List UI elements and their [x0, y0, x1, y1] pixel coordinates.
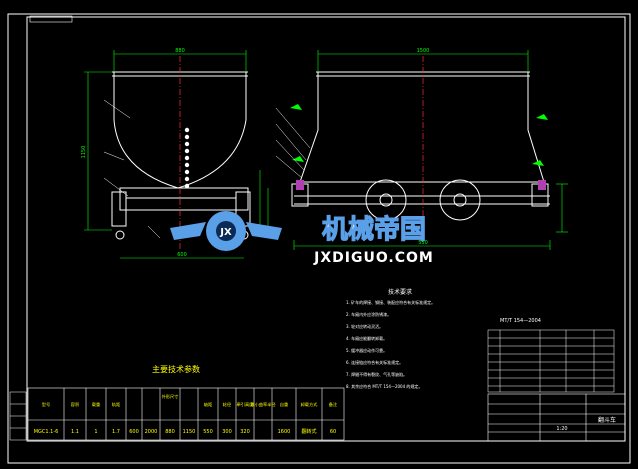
param-header: 型号	[42, 401, 50, 408]
param-value: 600	[129, 429, 139, 435]
param-header: 外形尺寸	[162, 393, 179, 400]
watermark-en: JXDIGUO.COM	[313, 250, 434, 266]
param-value: 880	[165, 429, 175, 435]
dim-front-width: 880	[175, 48, 185, 54]
param-header: 容积	[71, 401, 79, 408]
side-view	[291, 71, 550, 221]
param-value: 550	[203, 429, 213, 435]
param-value: 翻转式	[301, 428, 316, 435]
notes-list: 1. 矿车的焊接、铆接、装配应符合有关标准规定。 2. 车厢内外应涂防锈漆。 3…	[346, 299, 435, 389]
param-header: 卸载方式	[301, 401, 319, 408]
param-value: 2000	[145, 429, 158, 435]
svg-text:JX: JX	[219, 227, 232, 238]
params-grid	[27, 387, 345, 441]
watermark-cn: 机械帝国	[322, 214, 426, 245]
params-values: MGC1.1-6 1.1 1 1.7 600 2000 880 1150 550…	[34, 428, 337, 435]
parts-list	[487, 329, 615, 393]
param-header: 轮径	[223, 401, 231, 408]
param-header: 最小曲率半径	[250, 401, 275, 408]
dim-wheel-base: 550	[418, 240, 428, 246]
param-value: 300	[222, 429, 232, 435]
params-headers: 型号 容积 载重 轨距 外形尺寸 轴距 轮径 牵引高度 最小曲率半径 自重 卸载…	[42, 393, 338, 408]
revision-strip	[9, 391, 27, 441]
code-box	[29, 15, 73, 23]
dim-front-height: 1150	[81, 146, 87, 159]
note-line: 6. 连接链应符合有关标准规定。	[346, 359, 403, 365]
sheet-border	[7, 13, 631, 464]
dim-gauge: 600	[177, 252, 187, 258]
note-line: 4. 车厢应能翻转卸载。	[346, 335, 387, 341]
dim-side-length: 1500	[417, 48, 430, 54]
param-header: 载重	[92, 401, 100, 408]
title-block	[487, 393, 626, 442]
param-value: 60	[330, 429, 336, 435]
side-dimensions	[293, 50, 568, 250]
note-line: 8. 其余应符合 MT/T 154—2004 的规定。	[346, 383, 422, 389]
note-line: 2. 车厢内外应涂防锈漆。	[346, 311, 391, 317]
param-header: 牵引高度	[237, 401, 255, 408]
param-header: 轴距	[204, 401, 212, 408]
param-value: 1	[94, 429, 97, 435]
param-header: 备注	[329, 401, 338, 408]
side-leaders	[275, 107, 311, 179]
param-value: 1600	[278, 429, 291, 435]
front-chain	[184, 127, 190, 189]
param-header: 自重	[280, 401, 288, 408]
drawing-frame	[26, 16, 626, 442]
front-leaders	[103, 99, 161, 239]
params-title: 主要技术参数	[152, 364, 200, 374]
param-value: 1.7	[112, 429, 120, 435]
param-value: MGC1.1-6	[34, 429, 59, 435]
param-value: 1150	[183, 429, 196, 435]
notes-standard: MT/T 154—2004	[500, 318, 541, 324]
watermark-logo: JX	[170, 211, 282, 251]
side-markers	[290, 104, 548, 166]
param-header: 轨距	[112, 401, 120, 408]
param-value: 320	[240, 429, 250, 435]
drawing-name: 翻斗车	[598, 416, 616, 424]
note-line: 1. 矿车的焊接、铆接、装配应符合有关标准规定。	[346, 299, 435, 305]
note-line: 7. 焊缝不得有裂纹、气孔等缺陷。	[346, 371, 407, 377]
side-hatch	[296, 180, 546, 190]
notes-heading: 技术要求	[388, 288, 412, 296]
front-dimensions	[84, 50, 269, 259]
note-line: 3. 轮对应转动灵活。	[346, 323, 383, 329]
param-value: 1.1	[71, 429, 79, 435]
note-line: 5. 缓冲器应动作可靠。	[346, 347, 387, 353]
drawing-scale: 1:20	[556, 426, 567, 432]
